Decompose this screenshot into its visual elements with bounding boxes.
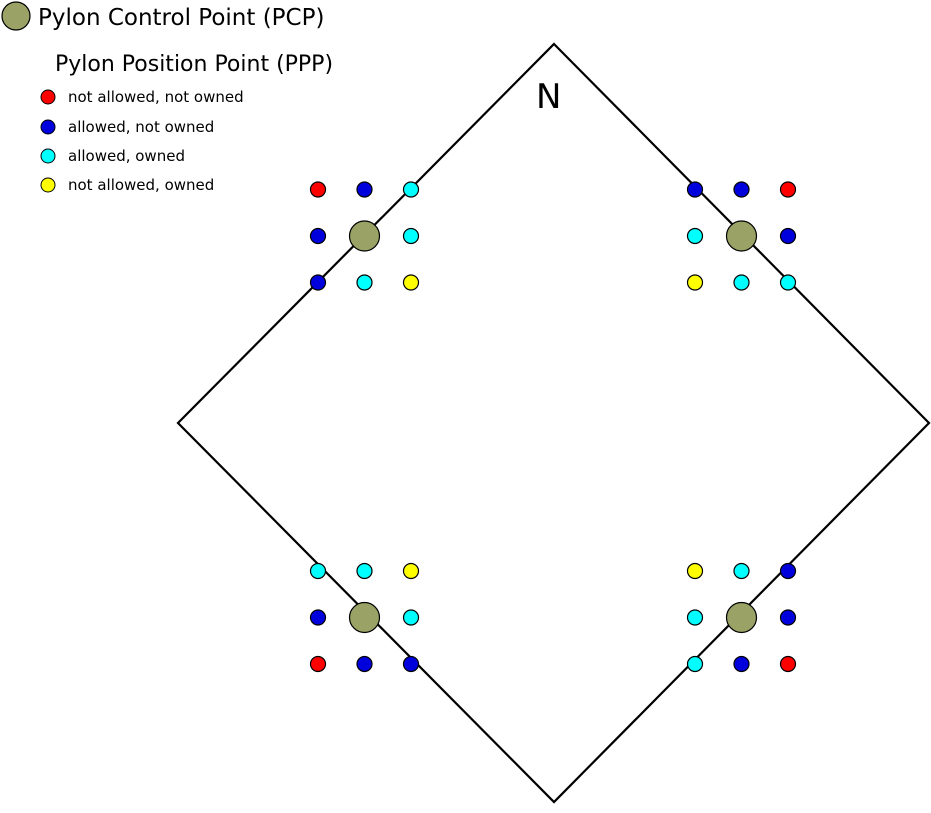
legend-item-label: not allowed, owned [68, 176, 214, 194]
legend-item-allowed-not-owned: allowed, not owned [40, 118, 214, 136]
ppp-dot-yellow [402, 562, 420, 580]
legend-item-label: not allowed, not owned [68, 88, 244, 106]
north-label: N [536, 77, 561, 117]
cyan-dot-swatch [40, 148, 56, 164]
yellow-dot-swatch [40, 177, 56, 193]
ppp-dot-cyan [356, 274, 373, 291]
ppp-dot-cyan [686, 655, 704, 673]
ppp-dot-blue [356, 655, 373, 673]
ppp-dot-yellow [402, 274, 420, 291]
ppp-dot-yellow [686, 562, 704, 580]
ppp-dot-cyan [686, 227, 704, 245]
ppp-dot-cyan [402, 609, 420, 626]
pcp-cluster-top-right [686, 181, 797, 291]
ppp-dot-cyan [309, 562, 327, 580]
ppp-dot-blue [779, 609, 797, 626]
ppp-dot-blue [686, 181, 704, 198]
legend-item-allowed-owned: allowed, owned [40, 147, 185, 165]
ppp-dot-red [309, 655, 327, 673]
ppp-dot-blue [356, 181, 373, 198]
legend-item-label: allowed, not owned [68, 118, 214, 136]
legend-item-not-allowed-owned: not allowed, owned [40, 176, 214, 194]
pcp-cluster-bottom-left [309, 562, 420, 673]
ppp-dot-blue [779, 562, 797, 580]
pcp-legend-label: Pylon Control Point (PCP) [38, 5, 324, 31]
blue-dot-swatch [40, 119, 56, 135]
pcp-clusters [309, 181, 797, 673]
ppp-dot-cyan [402, 181, 420, 198]
ppp-dot-cyan [779, 274, 797, 291]
legend: Pylon Control Point (PCP) Pylon Position… [1, 1, 333, 194]
red-dot-swatch [40, 89, 56, 105]
legend-item-not-allowed-not-owned: not allowed, not owned [40, 88, 244, 106]
ppp-dot-blue [309, 227, 327, 245]
pcp-marker [725, 220, 758, 252]
ppp-dot-blue [733, 655, 750, 673]
ppp-dot-blue [733, 181, 750, 198]
pcp-marker [348, 220, 381, 252]
ppp-dot-red [779, 181, 797, 198]
ppp-legend-title: Pylon Position Point (PPP) [55, 52, 333, 77]
pcp-cluster-bottom-right [686, 562, 797, 673]
pylon-course-diamond [176, 42, 931, 804]
ppp-dot-cyan [733, 562, 750, 580]
legend-item-label: allowed, owned [68, 147, 185, 165]
ppp-dot-yellow [686, 274, 704, 291]
pcp-marker [725, 601, 758, 634]
ppp-dot-cyan [356, 562, 373, 580]
ppp-dot-cyan [733, 274, 750, 291]
ppp-dot-blue [402, 655, 420, 673]
ppp-dot-cyan [686, 609, 704, 626]
ppp-dot-red [309, 181, 327, 198]
ppp-dot-red [779, 655, 797, 673]
pcp-cluster-top-left [309, 181, 420, 291]
ppp-dot-cyan [402, 227, 420, 245]
pcp-legend-swatch [1, 1, 31, 31]
ppp-dot-blue [309, 274, 327, 291]
pcp-marker [348, 601, 381, 634]
ppp-dot-blue [779, 227, 797, 245]
ppp-dot-blue [309, 609, 327, 626]
